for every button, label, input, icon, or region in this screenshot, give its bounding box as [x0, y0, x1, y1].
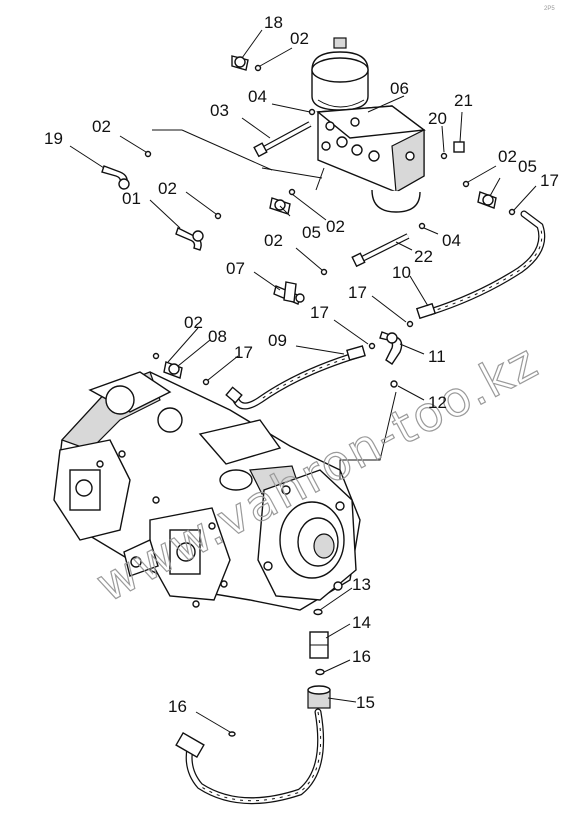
callout-08: 08	[208, 327, 227, 346]
callout-07: 07	[226, 259, 245, 278]
callout-05: 05	[518, 157, 537, 176]
callout-20: 20	[428, 109, 447, 128]
callout-18: 18	[264, 13, 283, 32]
fitting-05-right	[477, 191, 497, 209]
callout-04: 04	[442, 231, 461, 250]
hose-10	[415, 210, 546, 320]
callout-09: 09	[268, 331, 287, 350]
callout-02: 02	[498, 147, 517, 166]
callout-21: 21	[454, 91, 473, 110]
hose-15	[175, 708, 325, 805]
callout-12: 12	[428, 393, 447, 412]
elbow-19	[101, 165, 130, 190]
callout-01: 01	[122, 189, 141, 208]
callout-02: 02	[264, 231, 283, 250]
outlet-fittings	[307, 608, 331, 709]
valve-block	[316, 105, 426, 213]
hydraulic-pump	[53, 371, 361, 611]
cap-21	[453, 141, 465, 153]
callout-19: 19	[44, 129, 63, 148]
callout-labels: 18 02 06 03 04 20 21 19 02 02 05 17 01 0…	[44, 13, 559, 716]
callout-02: 02	[92, 117, 111, 136]
callout-06: 06	[390, 79, 409, 98]
callout-02: 02	[290, 29, 309, 48]
callout-13: 13	[352, 575, 371, 594]
callout-16: 16	[168, 697, 187, 716]
callout-17: 17	[310, 303, 329, 322]
tee-07	[273, 281, 305, 305]
callout-04: 04	[248, 87, 267, 106]
fitting-18	[231, 55, 249, 71]
callout-02: 02	[326, 217, 345, 236]
callout-17: 17	[234, 343, 253, 362]
callout-22: 22	[414, 247, 433, 266]
bolt-03	[253, 121, 312, 158]
callout-02: 02	[184, 313, 203, 332]
callout-05: 05	[302, 223, 321, 242]
callout-02: 02	[158, 179, 177, 198]
elbow-11	[379, 331, 403, 365]
callout-17: 17	[540, 171, 559, 190]
hose-09	[225, 345, 366, 410]
leader-lines	[69, 29, 537, 733]
elbow-01	[175, 227, 204, 251]
fitting-05-left	[269, 197, 291, 215]
bolt-22	[351, 233, 410, 268]
callout-14: 14	[352, 613, 371, 632]
callout-11: 11	[428, 347, 446, 366]
callout-17: 17	[348, 283, 367, 302]
accumulator	[311, 37, 369, 111]
callout-16: 16	[352, 647, 371, 666]
corner-mark: 2P5	[544, 6, 555, 12]
fitting-08	[163, 361, 183, 379]
callout-03: 03	[210, 101, 229, 120]
callout-15: 15	[356, 693, 375, 712]
callout-10: 10	[392, 263, 411, 282]
